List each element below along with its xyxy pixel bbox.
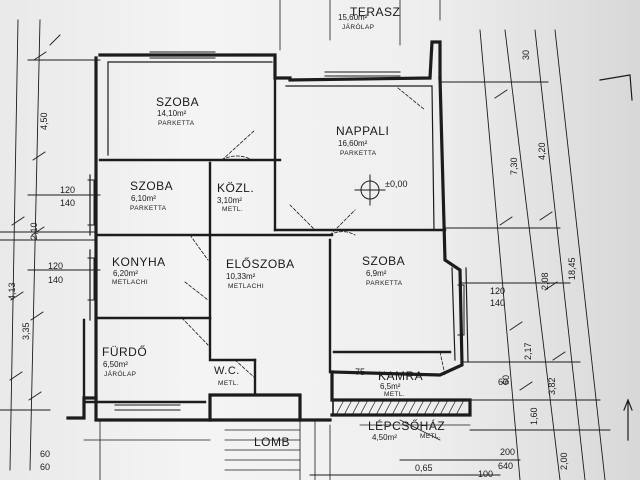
room-area-eloszoba: 10,33m²: [226, 272, 256, 281]
room-name-szoba-2: SZOBA: [130, 179, 174, 193]
room-name-eloszoba: ELŐSZOBA: [226, 257, 295, 271]
room-area-kozl: 3,10m²: [217, 196, 242, 205]
room-floor-wc: METL.: [218, 380, 240, 387]
dim-left-3: 140: [60, 198, 76, 208]
room-floor-konyha: METLACHI: [112, 279, 149, 286]
dim-left-10: 60: [40, 462, 51, 472]
room-floor-kozl: METL.: [222, 206, 244, 213]
room-floor-kamra: METL.: [384, 391, 406, 398]
windows: [87, 51, 465, 411]
dim-left-4: 2,10: [29, 222, 39, 240]
room-floor-furdo: JÁRÓLAP: [104, 371, 137, 378]
room-floor-nappali: PARKETTA: [340, 150, 377, 157]
room-name-furdo: FÜRDŐ: [102, 345, 148, 359]
dim-left-8: 3,35: [21, 322, 31, 340]
room-floor-szoba-3: PARKETTA: [366, 280, 403, 287]
room-area-szoba-1: 14,10m²: [157, 109, 187, 118]
interior-walls: [82, 76, 452, 404]
room-name-szoba-3: SZOBA: [362, 254, 406, 268]
room-name-kamra: KAMRA: [378, 369, 424, 383]
level-marker: [354, 174, 386, 206]
room-name-konyha: KONYHA: [112, 255, 166, 269]
room-name-szoba-1: SZOBA: [156, 95, 200, 109]
room-name-kozl: KÖZL.: [217, 181, 255, 195]
dim-right-1: 30: [521, 49, 531, 60]
dimension-lines-left: [0, 19, 101, 471]
level-marker-label: ±0,00: [385, 179, 408, 189]
dim-right-4: 18,45: [567, 257, 577, 280]
dim-right-6: 2,17: [523, 342, 533, 360]
dim-right-16: 640: [498, 461, 514, 471]
dimension-lines-right: [309, 29, 611, 480]
room-floor-lepcsohaz: METL.: [420, 433, 442, 440]
dim-left-7: 4,13: [7, 282, 17, 300]
room-name-nappali: NAPPALI: [336, 124, 390, 138]
room-floor-terasz: JÁRÓLAP: [342, 24, 375, 31]
room-name-lomb: LOMB: [254, 435, 291, 449]
dim-right-18: 100: [478, 469, 494, 479]
room-floor-eloszoba: METLACHI: [228, 283, 265, 290]
dim-right-17: 0,65: [415, 463, 433, 473]
dim-left-9: 60: [40, 449, 51, 459]
dim-right-10: 2,00: [559, 452, 569, 470]
room-floor-szoba-1: PARKETTA: [158, 120, 195, 127]
room-area-terasz: 15,60m²: [338, 13, 368, 22]
room-name-wc: W.C.: [214, 365, 240, 377]
room-floor-szoba-2: PARKETTA: [130, 205, 167, 212]
dim-right-5: 2,08: [540, 272, 550, 290]
dim-right-13: 75: [355, 367, 366, 377]
room-area-lepcsohaz: 4,50m²: [372, 433, 397, 442]
room-area-nappali: 16,60m²: [338, 139, 368, 148]
room-area-konyha: 6,20m²: [113, 269, 138, 278]
dim-right-3: 7,30: [509, 157, 519, 175]
room-name-terasz: TERASZ: [350, 5, 401, 19]
room-area-szoba-2: 6,10m²: [131, 194, 156, 203]
north-arrow: [599, 74, 633, 441]
room-area-kamra: 6,5m²: [380, 382, 401, 391]
room-area-furdo: 6,50m²: [103, 360, 128, 369]
hatched-wall: [332, 399, 471, 416]
dim-left-2: 120: [60, 185, 76, 195]
room-name-lepcsohaz: LÉPCSŐHÁZ: [368, 419, 446, 433]
stair-treads: [83, 0, 471, 480]
room-area-szoba-3: 6,9m²: [366, 269, 387, 278]
door-swings: [181, 87, 446, 379]
dim-right-15: 200: [500, 447, 516, 457]
dim-right-9: 3,82: [547, 377, 557, 395]
dim-left-6: 140: [48, 275, 64, 285]
dim-right-8: 1,60: [529, 407, 539, 425]
dim-right-2: 4,20: [537, 142, 547, 160]
dim-left-5: 120: [48, 261, 64, 271]
dim-right-14: 60: [498, 377, 509, 387]
dim-right-12: 140: [490, 298, 506, 308]
dim-right-11: 120: [490, 286, 506, 296]
dim-left-1: 4,50: [39, 112, 49, 130]
